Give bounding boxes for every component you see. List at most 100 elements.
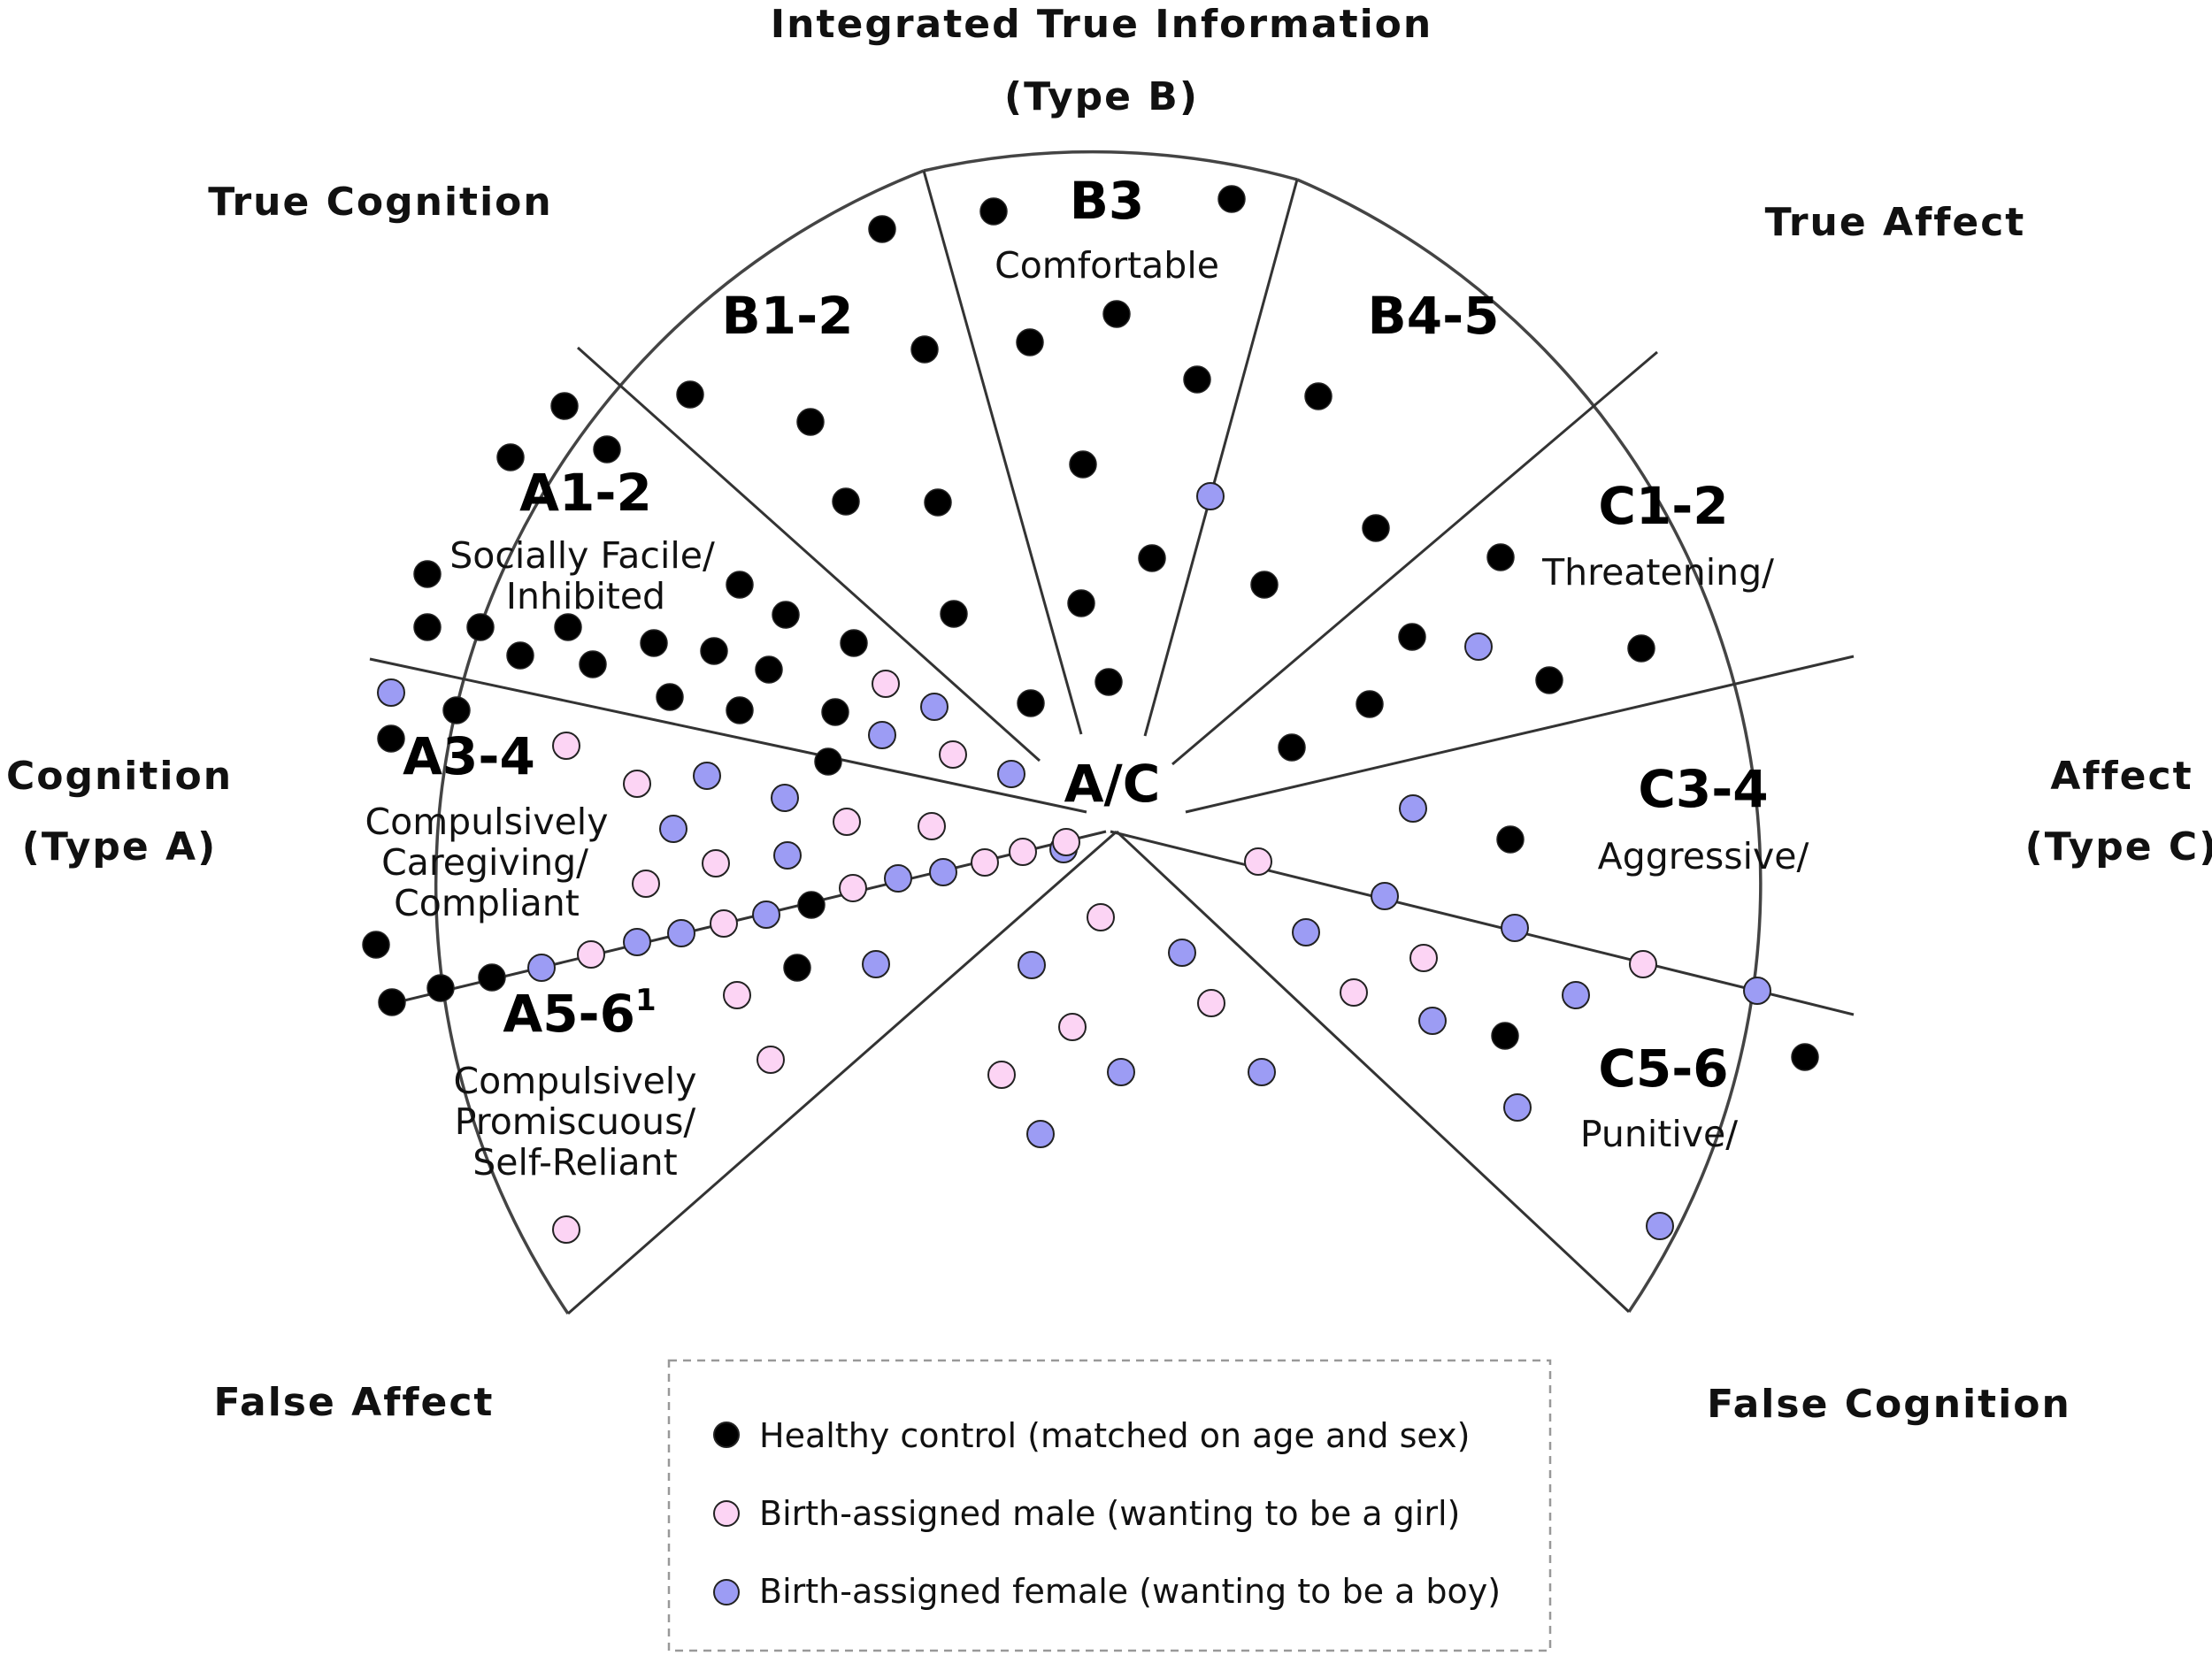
cognition-label-line1: Cognition — [6, 754, 233, 799]
birth-assigned-female-dot — [1196, 482, 1225, 510]
healthy-control-dot — [1102, 300, 1131, 328]
healthy-control-dot — [814, 747, 842, 776]
healthy-control-dot — [426, 974, 455, 1002]
birth-assigned-female-dot — [1371, 882, 1399, 910]
birth-assigned-male-dot — [1058, 1013, 1087, 1041]
birth-assigned-male-dot — [1009, 838, 1037, 866]
birth-assigned-female-dot — [884, 864, 912, 893]
birth-assigned-female-dot — [929, 858, 957, 886]
birth-assigned-male-dot — [839, 874, 867, 902]
birth-assigned-male-dot — [577, 940, 605, 969]
participant-dots — [362, 185, 1819, 1244]
healthy-control-dot — [362, 931, 390, 959]
birth-assigned-male-dot — [971, 848, 999, 877]
segment-c56-title: C5-6 — [1598, 1038, 1728, 1099]
healthy-control-dot — [1183, 365, 1211, 394]
healthy-control-dot — [1791, 1043, 1819, 1071]
healthy-control-dot — [755, 655, 783, 684]
healthy-control-dot — [1535, 666, 1563, 694]
birth-assigned-male-dot — [939, 740, 967, 769]
healthy-control-dot — [910, 335, 939, 364]
birth-assigned-male-dot — [623, 770, 651, 798]
healthy-control-dot — [1398, 623, 1426, 651]
segment-c34-sub: Aggressive/ — [1598, 835, 1809, 877]
healthy-control-dot — [1486, 543, 1515, 571]
false-cognition-label: False Cognition — [1707, 1382, 2071, 1427]
segment-a34-sub1: Compulsively — [365, 801, 609, 843]
birth-assigned-female-dot — [667, 919, 695, 947]
healthy-control-dot — [550, 392, 579, 420]
birth-assigned-male-dot — [757, 1046, 785, 1074]
healthy-control-dot — [772, 601, 800, 629]
healthy-control-dot — [1362, 514, 1390, 542]
birth-assigned-male-dot — [710, 909, 738, 938]
segment-c56-sub: Punitive/ — [1580, 1113, 1738, 1155]
birth-assigned-male-dot — [632, 870, 660, 898]
birth-assigned-male-dot — [723, 981, 751, 1009]
divider-c56-bottom — [1115, 830, 1631, 1314]
center-label: A/C — [1064, 754, 1161, 814]
false-affect-label: False Affect — [214, 1380, 495, 1425]
birth-assigned-male-dot — [1197, 989, 1225, 1017]
healthy-control-dot — [821, 698, 849, 726]
segment-a12-sub1: Socially Facile/ — [449, 534, 715, 577]
birth-assigned-male-dot — [1087, 903, 1115, 931]
healthy-control-dot — [726, 571, 754, 599]
divider-b3-right — [1143, 179, 1299, 737]
healthy-control-dot — [413, 613, 442, 641]
birth-assigned-female-dot — [623, 928, 651, 956]
segment-a34-sub2: Caregiving/ — [381, 841, 588, 884]
birth-assigned-male-dot — [872, 670, 900, 698]
segment-a56-sub2: Promiscuous/ — [455, 1100, 696, 1143]
birth-assigned-male-dot — [552, 732, 580, 760]
birth-assigned-female-dot — [1501, 914, 1529, 942]
healthy-control-dot — [726, 696, 754, 724]
healthy-control-dot — [700, 637, 728, 665]
legend-marker-male — [713, 1500, 740, 1527]
healthy-control-dot — [832, 487, 860, 516]
birth-assigned-female-dot — [527, 954, 556, 982]
birth-assigned-female-dot — [1248, 1058, 1276, 1086]
birth-assigned-female-dot — [868, 721, 896, 749]
outer-labels: Integrated True Information (Type B) Tru… — [6, 2, 2212, 1427]
divider-b45-c12 — [1171, 350, 1658, 766]
legend-label-female: Birth-assigned female (wanting to be a b… — [759, 1572, 1501, 1611]
birth-assigned-female-dot — [1646, 1212, 1674, 1240]
birth-assigned-female-dot — [920, 693, 949, 721]
segment-b12-title: B1-2 — [722, 286, 854, 346]
birth-assigned-female-dot — [997, 760, 1025, 788]
birth-assigned-female-dot — [1743, 977, 1771, 1005]
healthy-control-dot — [1138, 544, 1166, 572]
segment-a56-title: A5-61 — [503, 983, 656, 1044]
birth-assigned-female-dot — [1464, 632, 1493, 661]
segment-b45-title: B4-5 — [1368, 286, 1500, 346]
birth-assigned-female-dot — [862, 950, 890, 978]
healthy-control-dot — [797, 891, 826, 919]
birth-assigned-male-dot — [1244, 847, 1272, 876]
divider-b3-left — [922, 170, 1083, 735]
healthy-control-dot — [940, 600, 968, 628]
healthy-control-dot — [378, 988, 406, 1016]
healthy-control-dot — [579, 650, 607, 678]
healthy-control-dot — [1491, 1022, 1519, 1050]
wheel-outline — [434, 149, 1763, 1314]
legend-marker-healthy — [713, 1422, 740, 1448]
birth-assigned-male-dot — [1409, 944, 1438, 972]
segment-a12-title: A1-2 — [519, 463, 652, 523]
birth-assigned-female-dot — [1168, 939, 1196, 967]
birth-assigned-male-dot — [1629, 950, 1657, 978]
affect-label-line1: Affect — [2050, 754, 2193, 799]
segment-c34-title: C3-4 — [1638, 759, 1768, 819]
birth-assigned-female-dot — [659, 815, 687, 843]
legend-marker-female — [713, 1579, 740, 1606]
divider-c34-c56 — [1110, 830, 1855, 1016]
healthy-control-dot — [1067, 589, 1095, 617]
healthy-control-dot — [554, 613, 582, 641]
birth-assigned-female-dot — [773, 841, 802, 870]
healthy-control-dot — [1069, 450, 1097, 479]
birth-assigned-female-dot — [1107, 1058, 1135, 1086]
birth-assigned-male-dot — [552, 1215, 580, 1244]
birth-assigned-female-dot — [377, 678, 405, 707]
healthy-control-dot — [506, 641, 534, 670]
